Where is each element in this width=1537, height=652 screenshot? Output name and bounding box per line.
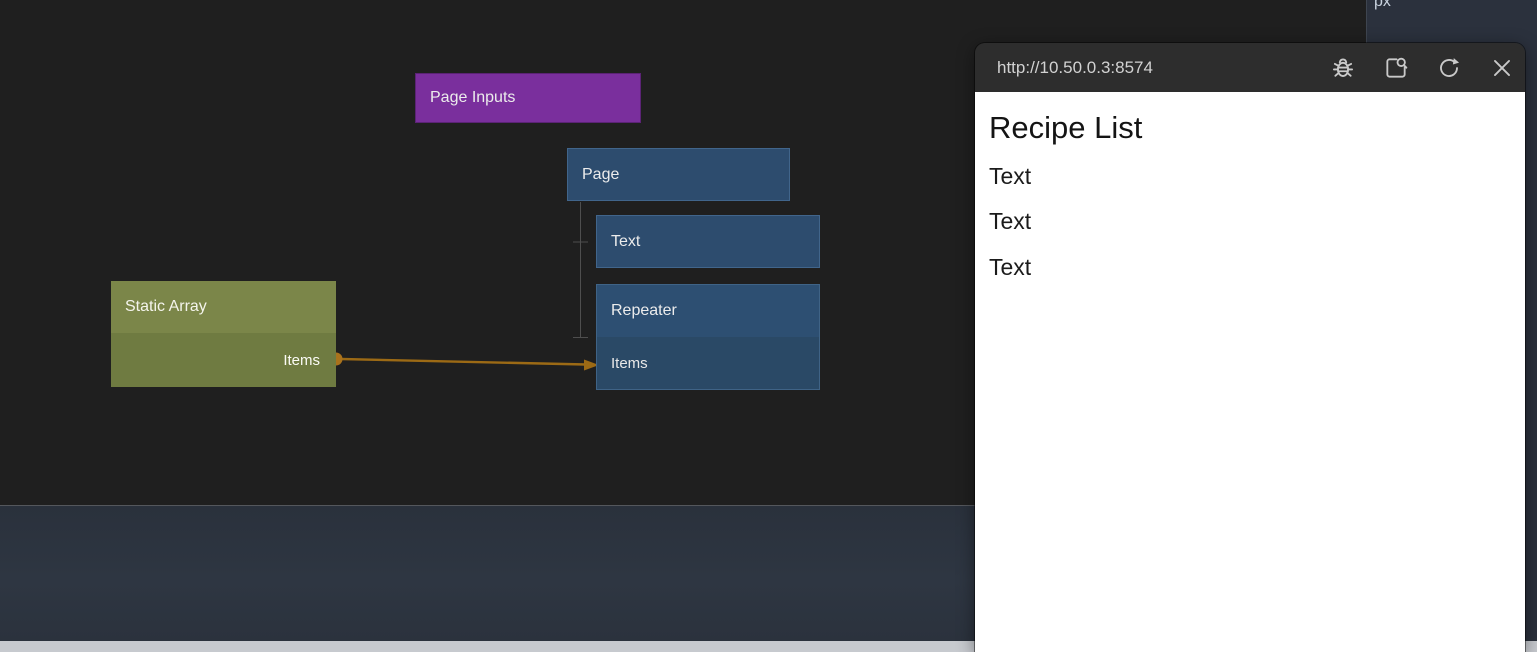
refresh-icon[interactable]: [1436, 55, 1462, 81]
node-page[interactable]: Page: [567, 148, 790, 201]
static-array-items-port-row[interactable]: Items: [283, 351, 320, 369]
preview-text-item: Text: [989, 162, 1032, 189]
node-text[interactable]: Text: [596, 215, 820, 268]
px-unit-label: px: [1374, 0, 1391, 10]
preview-titlebar[interactable]: http://10.50.0.3:8574: [975, 43, 1525, 92]
preview-text-item: Text: [989, 208, 1032, 235]
titlebar-icons: [1330, 55, 1515, 81]
node-repeater[interactable]: Repeater Items: [596, 284, 820, 390]
preview-heading: Recipe List: [989, 110, 1143, 145]
preview-text-item: Text: [989, 253, 1032, 280]
node-page-inputs[interactable]: Page Inputs: [415, 73, 641, 123]
repeater-items-port-row[interactable]: Items: [611, 354, 648, 372]
url-text: http://10.50.0.3:8574: [997, 57, 1153, 77]
node-static-array-label: Static Array: [111, 281, 336, 333]
node-repeater-label: Repeater: [597, 285, 819, 337]
close-icon[interactable]: [1489, 55, 1515, 81]
node-static-array[interactable]: Static Array Items: [111, 281, 336, 387]
node-page-label: Page: [582, 165, 620, 183]
node-text-label: Text: [611, 232, 641, 250]
connection-wire[interactable]: [340, 357, 599, 371]
bottom-strip: [0, 641, 1537, 652]
tree-connector-lines: [573, 202, 588, 338]
preview-window: http://10.50.0.3:8574: [975, 43, 1525, 652]
node-page-inputs-label: Page Inputs: [430, 89, 516, 106]
open-preview-icon[interactable]: [1383, 55, 1409, 81]
debug-icon[interactable]: [1330, 55, 1356, 81]
